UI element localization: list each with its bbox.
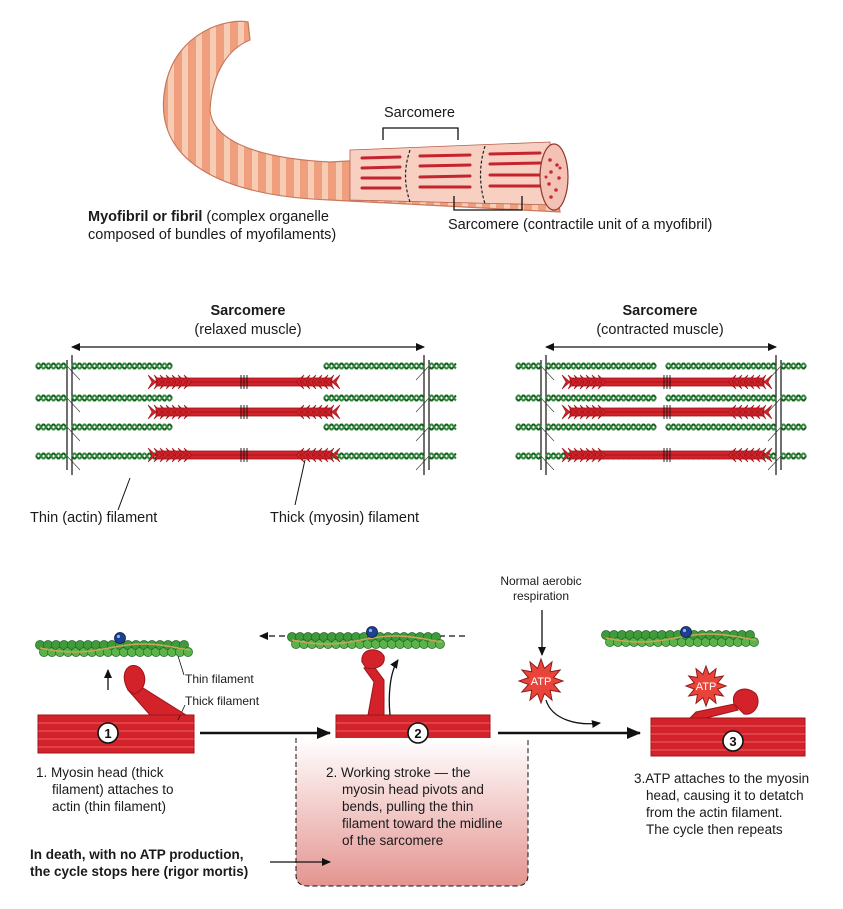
atp-starburst-bound: ATP	[684, 664, 728, 708]
thin-filament-outer-left-2	[515, 423, 542, 431]
thin-filament-right-2	[323, 423, 425, 431]
thin-filament-outer-right-0	[780, 362, 807, 370]
thick-filament-0	[561, 374, 773, 390]
thin-filament-left-3	[71, 452, 173, 460]
myosin-neck-step3	[688, 703, 739, 719]
thin-filament-outer-right-0	[428, 362, 457, 370]
thick-filament-2	[147, 447, 341, 463]
atp-starburst-free: ATP	[517, 657, 565, 705]
thin-filament-right-3	[323, 452, 425, 460]
thin-filament-outer-left-3	[35, 452, 68, 460]
thin-filament-left-0	[71, 362, 173, 370]
svg-text:ATP: ATP	[531, 676, 552, 688]
thick-filament-0	[147, 374, 341, 390]
thin-filament-label: Thin (actin) filament	[30, 510, 158, 526]
thin-filament-left-1	[71, 394, 173, 402]
svg-text:ATP: ATP	[696, 681, 717, 693]
step3-description: 3.ATP attaches to the myosin head, causi…	[634, 771, 810, 837]
pivot-arrow	[388, 659, 399, 716]
thin-filament-left-1	[545, 394, 657, 402]
myosin-head-step3	[732, 688, 759, 715]
thin-filament-outer-left-2	[35, 423, 68, 431]
myosin-neck-step2	[363, 663, 385, 716]
relaxed-title: Sarcomere	[210, 303, 286, 319]
thin-filament-right-0	[323, 362, 425, 370]
atp-transfer-arrow	[545, 699, 601, 729]
thin-filament-outer-right-1	[780, 394, 807, 402]
relaxed-sarcomere	[35, 355, 457, 475]
thin-filament-left-2	[545, 423, 657, 431]
myofibril-cross-section	[539, 143, 569, 211]
thin-filament-right-0	[665, 362, 777, 370]
thin-filament-leader	[117, 477, 131, 511]
sarcomere-bracket-bottom	[453, 196, 523, 211]
step-number-3: 3	[722, 730, 744, 752]
rigor-mortis-box	[295, 738, 529, 887]
thin-filament-outer-left-3	[515, 452, 542, 460]
sarcomere-description: Sarcomere (contractile unit of a myofibr…	[448, 217, 713, 233]
thin-filament-outer-right-2	[428, 423, 457, 431]
relaxed-subtitle: (relaxed muscle)	[194, 322, 302, 338]
aerobic-label-2: respiration	[512, 589, 570, 603]
myofibril-illustration	[162, 20, 569, 213]
sarcomere-label-top: Sarcomere	[384, 105, 455, 121]
step-number-1: 1	[97, 722, 119, 744]
thin-filament-small-label: Thin filament	[185, 672, 254, 686]
svg-text:2: 2	[414, 726, 421, 741]
thin-filament-outer-right-3	[780, 452, 807, 460]
svg-text:3: 3	[729, 734, 736, 749]
thin-filament-right-1	[323, 394, 425, 402]
thin-filament-outer-left-1	[35, 394, 68, 402]
myofibril-caption: Myofibril or fibril (complex organelle c…	[88, 208, 418, 244]
thin-filament-step2	[287, 632, 445, 649]
sarcomere-bracket-top	[382, 127, 459, 140]
thick-filament-1	[561, 404, 773, 420]
thick-filament-2	[561, 447, 773, 463]
aerobic-label-1: Normal aerobic	[500, 574, 582, 588]
myofibril-title: Myofibril or fibril	[88, 209, 203, 225]
contracted-sarcomere	[515, 355, 807, 475]
thin-filament-left-0	[545, 362, 657, 370]
myofibril-desc-2: composed of bundles of myofilaments)	[88, 227, 337, 243]
thin-filament-right-1	[665, 394, 777, 402]
svg-text:1: 1	[104, 726, 111, 741]
thin-filament-outer-right-2	[780, 423, 807, 431]
rigor-mortis-note: In death, with no ATP production, the cy…	[30, 847, 249, 879]
thin-filament-step1	[35, 640, 193, 657]
step2-description: 2. Working stroke — the myosin head pivo…	[326, 765, 503, 848]
thin-filament-outer-left-1	[515, 394, 542, 402]
myosin-head-step2	[361, 649, 385, 669]
thin-filament-step3	[601, 630, 759, 647]
thin-filament-right-2	[665, 423, 777, 431]
step1-description: 1. Myosin head (thick filament) attaches…	[36, 765, 174, 814]
thick-filament-small-label: Thick filament	[185, 694, 260, 708]
thick-filament-label: Thick (myosin) filament	[270, 510, 420, 526]
thick-filament-1	[147, 404, 341, 420]
cross-bridge-cycle	[35, 610, 806, 887]
contracted-title: Sarcomere	[622, 303, 698, 319]
thin-filament-left-2	[71, 423, 173, 431]
thin-filament-outer-right-1	[428, 394, 457, 402]
myosin-head-step1	[123, 665, 146, 695]
myofibril-stripes	[360, 151, 542, 190]
thin-filament-outer-left-0	[35, 362, 68, 370]
thin-filament-outer-left-0	[515, 362, 542, 370]
thin-filament-outer-right-3	[428, 452, 457, 460]
step-number-2: 2	[407, 722, 429, 744]
thick-filament-leader	[294, 459, 306, 506]
contracted-subtitle: (contracted muscle)	[596, 322, 724, 338]
myofibril-desc-1: (complex organelle	[202, 209, 329, 225]
